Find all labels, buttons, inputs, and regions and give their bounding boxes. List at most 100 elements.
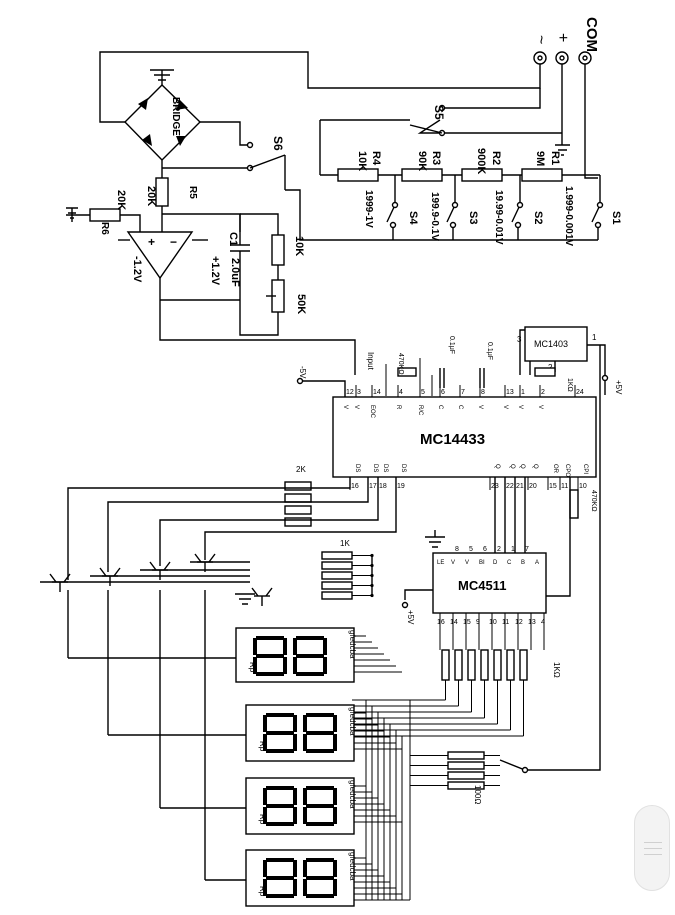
mc4511-label: C: [507, 560, 512, 566]
mc4511-pin-12: 12: [515, 619, 523, 626]
mc14433-top-label: EOC: [369, 405, 375, 419]
switch-s1[interactable]: [594, 201, 604, 229]
mc14433-pin-20: 20: [529, 483, 537, 490]
mc14433-bottom-label: Q: [509, 464, 515, 469]
terminal-com[interactable]: [578, 51, 592, 65]
mc14433-pin-22: 22: [506, 483, 514, 490]
display-dp-label: Rp: [248, 662, 257, 673]
r4-name: R4: [370, 151, 382, 166]
svg-text:1KΩ: 1KΩ: [552, 662, 561, 678]
label-com: COM: [583, 17, 600, 52]
mc14433-top-label: V: [477, 405, 483, 409]
resistor-100: [447, 751, 485, 760]
supply-plus5-top: +5V: [614, 380, 623, 395]
scroll-handle[interactable]: [634, 805, 670, 891]
segment-bus: [67, 590, 411, 901]
switch-s4[interactable]: [389, 201, 399, 229]
svg-text:50K: 50K: [295, 294, 307, 314]
switch-s3[interactable]: [449, 201, 459, 229]
svg-text:3: 3: [517, 335, 522, 344]
mc14433-pin-16: 16: [351, 483, 359, 490]
ground-symbols: [235, 530, 445, 605]
mc14433-pin-10: 10: [579, 483, 587, 490]
mc14433-top-label: C: [437, 405, 443, 410]
mc14433-pin-15: 15: [549, 483, 557, 490]
resistor-2k: [284, 505, 312, 515]
mc14433-bottom-label: DS: [354, 464, 360, 472]
mc14433-bottom-label: Q: [494, 464, 500, 469]
svg-text:2.0uF: 2.0uF: [229, 258, 241, 287]
resistor-r2: [461, 168, 503, 182]
svg-text:MC14433: MC14433: [420, 431, 485, 448]
range-1: 1.999-0.001V: [563, 186, 574, 246]
svg-text:MC1403: MC1403: [534, 339, 568, 349]
resistor-pack-2k: 2K: [284, 465, 312, 527]
mc14433-bottom-label: Q: [532, 464, 538, 469]
label-s1: S1: [610, 211, 622, 224]
svg-text:1KΩ: 1KΩ: [566, 378, 573, 392]
range-switches: [285, 175, 601, 241]
r1-value: 9M: [534, 151, 546, 166]
r2-value: 900K: [475, 148, 487, 174]
mc4511-pin-13: 13: [528, 619, 536, 626]
resistor-2k: [284, 493, 312, 503]
resistor-r5: 20K R5: [145, 177, 198, 214]
switch-s5[interactable]: S5: [409, 104, 562, 137]
op-amp: + − -1.2V +1.2V: [118, 213, 241, 300]
mc4511-pin-6: 6: [483, 546, 487, 553]
svg-text:470KΩ: 470KΩ: [397, 353, 404, 375]
mc14433-pin-14: 14: [373, 389, 381, 396]
resistor-r7: 10K: [240, 213, 305, 266]
mc14433-top-label: V: [342, 405, 348, 409]
resistor-pack-1k: 1K: [321, 539, 374, 600]
capacitor-c1: C1 2.0uF: [227, 214, 250, 300]
svg-text:1: 1: [592, 333, 597, 342]
label-ac: ~: [532, 35, 549, 44]
terminal-ac[interactable]: [533, 51, 547, 65]
resistor-1ko-segment: [467, 649, 476, 681]
svg-text:20K: 20K: [115, 190, 127, 210]
mc14433-top-label: R: [395, 405, 401, 410]
resistor-r1: [521, 168, 563, 182]
display-dp-label: Rp: [258, 886, 267, 897]
mc14433-bottom-label: CPO: [564, 464, 570, 477]
bridge-label: BRIDGE: [170, 97, 181, 136]
switch-s6[interactable]: S6: [162, 136, 286, 190]
resistor-1ko-segment: [480, 649, 489, 681]
svg-text:C1: C1: [227, 232, 239, 246]
svg-text:−: −: [170, 235, 177, 249]
mc4511-pin-1: 1: [511, 546, 515, 553]
r3-name: R3: [430, 151, 442, 165]
potentiometer-50k[interactable]: 50K: [239, 265, 307, 336]
label-s2: S2: [532, 211, 544, 224]
resistor-100: [447, 761, 485, 770]
mc14433-bottom-label: Q: [519, 464, 525, 469]
segment-resistors: 1KΩ: [352, 649, 561, 737]
mc14433-pin-18: 18: [379, 483, 387, 490]
svg-text:10K: 10K: [293, 236, 305, 256]
resistor-r4: [337, 168, 379, 182]
svg-text:2K: 2K: [296, 465, 306, 474]
mc4511-pin-2: 2: [497, 546, 501, 553]
mc14433-pin-6: 6: [441, 389, 445, 396]
svg-text:+: +: [148, 235, 155, 249]
label-s3: S3: [467, 211, 479, 224]
mc4511-label: D: [493, 560, 498, 566]
resistor-2k: [284, 517, 312, 527]
resistor-1k: [321, 581, 353, 590]
r4-value: 10K: [356, 151, 368, 171]
terminal-plus[interactable]: [555, 51, 569, 65]
svg-text:MC4511: MC4511: [458, 578, 506, 593]
resistor-470k-clk: [569, 489, 579, 519]
mc14433-pin-2: 2: [541, 389, 545, 396]
terminal-wiring: [99, 51, 598, 179]
label-s6: S6: [271, 136, 285, 151]
range-3: 199.9-0.1V: [429, 192, 440, 241]
switch-s2[interactable]: [514, 201, 524, 229]
r3-value: 90K: [416, 151, 428, 171]
